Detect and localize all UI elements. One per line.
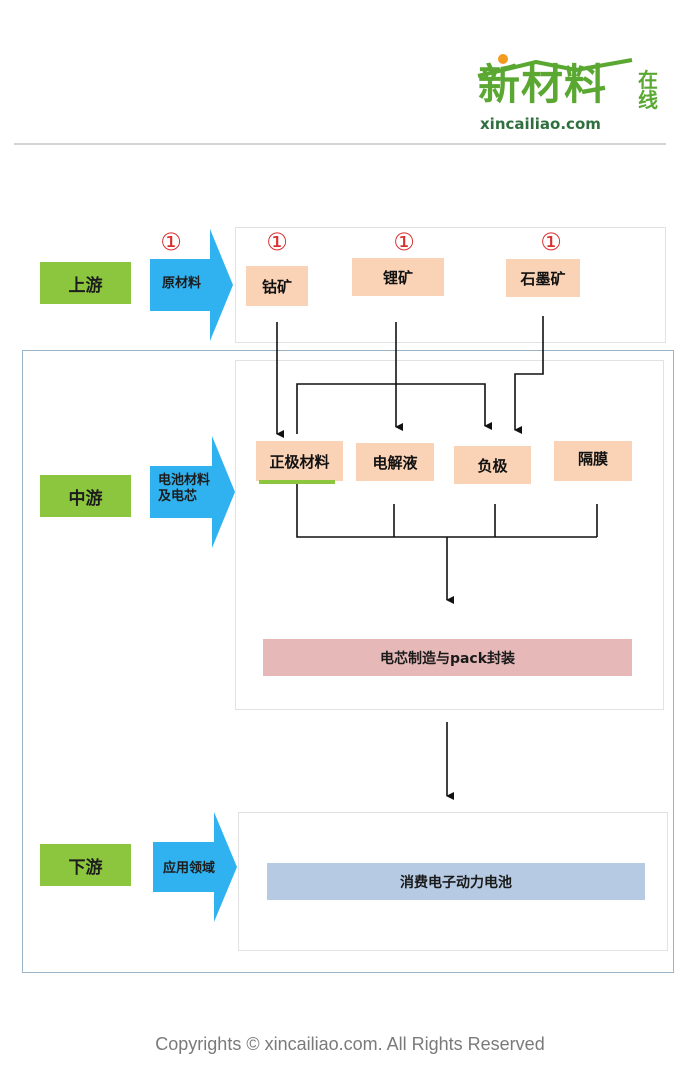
process-bar: 电芯制造与pack封装 [263,639,632,676]
logo-text: 新材料 [478,60,608,109]
logo-side-text: 在线 [638,68,658,112]
copyright-footer: Copyrights © xincailiao.com. All Rights … [155,1034,545,1054]
box-lithium-ore: 锂矿 [352,258,444,296]
box-electrolyte: 电解液 [356,443,434,481]
circled-mark: ① [540,228,562,256]
circled-mark: ① [160,228,182,256]
circled-mark: ① [266,228,288,256]
logo-sun-icon [498,54,508,64]
logo-domain: xincailiao.com [480,115,601,133]
circled-mark: ① [393,228,415,256]
box-separator: 隔膜 [554,441,632,481]
box-cobalt-ore: 钴矿 [246,266,308,306]
stage-upstream: 上游 [40,262,131,304]
stage-midstream: 中游 [40,475,131,517]
logo-roof-icon [477,58,633,78]
cathode-underline [259,480,335,484]
arrow-label-applications: 应用领域 [163,861,216,876]
header-divider [14,143,666,145]
arrow-label-battery-materials: 电池材料 及电芯 [158,473,211,504]
box-cathode-material: 正极材料 [256,441,343,481]
box-anode: 负极 [454,446,531,484]
arrow-label-raw-materials: 原材料 [162,276,202,291]
box-graphite-ore: 石墨矿 [506,259,580,297]
application-bar: 消费电子动力电池 [267,863,645,900]
stage-downstream: 下游 [40,844,131,886]
